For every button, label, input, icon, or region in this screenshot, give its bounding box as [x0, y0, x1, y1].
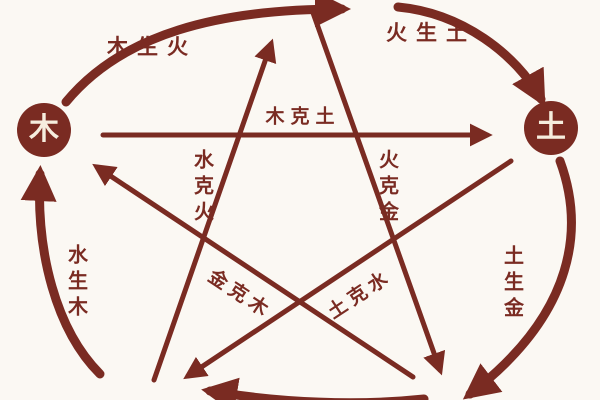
label-water-generates-wood: 水生木	[64, 244, 89, 322]
arrow-fire-overcomes-metal	[309, 7, 446, 376]
arc-wood-to-fire	[61, 0, 351, 107]
label-fire-generates-earth: 火生土	[386, 21, 476, 45]
label-fire-overcomes-metal: 火克金	[375, 149, 400, 227]
arrow-metal-overcomes-wood	[92, 163, 416, 380]
label-water-overcomes-fire: 水克火	[190, 149, 215, 227]
label-wood-overcomes-earth: 木克土	[265, 105, 341, 128]
label-earth-generates-metal: 土生金	[500, 245, 525, 323]
node-wood: 木	[17, 103, 71, 157]
node-earth: 土	[524, 101, 578, 155]
arc-metal-to-water	[201, 377, 429, 400]
arc-water-to-wood	[20, 165, 105, 379]
arrow-water-overcomes-fire	[151, 38, 277, 383]
arrow-earth-overcomes-water	[183, 158, 514, 380]
arc-earth-to-metal	[462, 156, 576, 400]
label-wood-generates-fire: 木生火	[107, 35, 197, 59]
arc-fire-to-earth	[393, 2, 546, 107]
